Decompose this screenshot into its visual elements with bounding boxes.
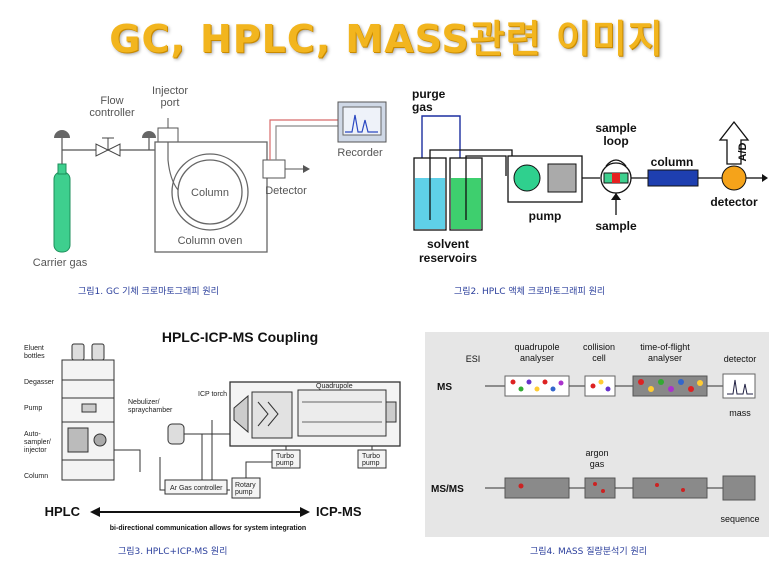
nebulizer-label-1: Nebulizer/ — [128, 399, 160, 406]
msms-detector-display — [722, 475, 756, 501]
msms-ion-dots — [518, 482, 685, 493]
turbo-pump-2-label-1: Turbo — [362, 453, 380, 460]
quadrupole-label: Quadrupole — [316, 383, 353, 390]
column-label: column — [651, 155, 694, 169]
turbo-pump-2-label-2: pump — [362, 460, 380, 467]
sample-loop-label-1: sample — [595, 121, 637, 135]
rotary-pump-label-1: Rotary — [235, 482, 256, 489]
eluent-bottle-1 — [71, 343, 85, 361]
ar-gas-controller — [164, 479, 228, 495]
ms-ion-dots — [510, 379, 703, 392]
sequence-label: sequence — [720, 514, 759, 524]
hplc-diagram: purge gas sample loop column A/D pump de… — [412, 87, 768, 265]
hplc-column — [647, 169, 699, 187]
ms-panel-background — [425, 332, 769, 537]
column-label: Column — [191, 187, 229, 199]
icpms-label: ICP-MS — [316, 504, 362, 519]
detector-box — [262, 159, 286, 179]
turbo-pump-1-label-2: pump — [276, 460, 294, 467]
eluent-bottles-label-1: Eluent — [24, 345, 44, 352]
page-title: GC, HPLC, MASS관련 이미지 — [109, 17, 664, 61]
ms-tof — [632, 375, 708, 397]
collision-cell-label-1: collision — [583, 342, 615, 352]
ms-diagram: ESI quadrupole analyser collision cell t… — [425, 332, 769, 537]
quadrupole-analyser-label-1: quadrupole — [514, 342, 559, 352]
column-label: Column — [24, 473, 48, 480]
column-coil — [171, 153, 249, 231]
valve-icon — [95, 143, 110, 157]
eluent-bottles-label-2: bottles — [24, 353, 45, 360]
ad-arrow-icon — [718, 120, 750, 165]
fig4-caption: 그림4. MASS 질량분석기 원리 — [530, 547, 648, 557]
ad-label: A/D — [737, 142, 749, 161]
ms-quadrupole — [504, 375, 570, 397]
degasser-label: Degasser — [24, 379, 55, 386]
injector-port-label-1: Injector — [152, 85, 188, 97]
msms-collision-cell — [584, 477, 616, 499]
nebulizer — [167, 423, 185, 445]
solvent-reservoirs-label-2: reservoirs — [419, 251, 477, 265]
pump-label: pump — [529, 209, 562, 223]
detector-label: detector — [710, 195, 758, 209]
ms-row-label: MS — [437, 382, 452, 393]
esi-label: ESI — [466, 354, 481, 364]
rotary-pump-label-2: pump — [235, 489, 253, 496]
argon-gas-label-2: gas — [590, 459, 605, 469]
argon-gas-label-1: argon — [585, 448, 608, 458]
hplc-stack — [61, 359, 115, 481]
detector-label: Detector — [265, 185, 307, 197]
quadrupole-analyser-label-2: analyser — [520, 353, 554, 363]
mass-label: mass — [729, 408, 751, 418]
flow-controller-label-1: Flow — [100, 95, 123, 107]
tof-analyser-label-1: time-of-flight — [640, 342, 690, 352]
sample-label: sample — [595, 219, 637, 233]
nebulizer-label-2: spraychamber — [128, 407, 173, 414]
fig3-caption: 그림3. HPLC+ICP-MS 원리 — [118, 547, 228, 557]
eluent-bottle-2 — [91, 343, 105, 361]
purge-gas-label-2: gas — [412, 100, 433, 114]
autosampler-label-2: sampler/ — [24, 439, 51, 446]
detector-label: detector — [724, 354, 757, 364]
msms-tof — [632, 477, 708, 499]
icp-torch-label: ICP torch — [198, 391, 227, 398]
gauge-2-icon — [142, 131, 156, 138]
recorder-label: Recorder — [337, 147, 383, 159]
bidirectional-label: bi-directional communication allows for … — [110, 525, 306, 532]
hplc-label: HPLC — [45, 504, 81, 519]
ar-gas-controller-label: Ar Gas controller — [170, 485, 223, 492]
msms-quadrupole — [504, 477, 570, 499]
pressure-gauge-icon — [54, 130, 70, 138]
column-oven-label: Column oven — [178, 235, 243, 247]
hplc-icpms-diagram: HPLC-ICP-MS Coupling Eluent bottles Dega… — [24, 329, 401, 532]
tof-analyser-label-2: analyser — [648, 353, 682, 363]
gc-diagram: Flow controller Injector port Recorder C… — [33, 85, 387, 269]
fig2-caption: 그림2. HPLC 액체 크로마토그래피 원리 — [454, 287, 606, 297]
msms-row-label: MS/MS — [431, 484, 464, 495]
fig1-caption: 그림1. GC 기체 크로마토그래피 원리 — [78, 287, 219, 297]
autosampler-label-1: Auto- — [24, 431, 41, 438]
purge-gas-label-1: purge — [412, 87, 446, 101]
ms-collision-cell — [584, 375, 616, 397]
detector-sphere — [721, 165, 747, 191]
collision-cell-label-2: cell — [592, 353, 606, 363]
flow-controller-label-2: controller — [89, 107, 135, 119]
turbo-pump-1-label-1: Turbo — [276, 453, 294, 460]
carrier-gas-label: Carrier gas — [33, 257, 88, 269]
carrier-gas-cylinder — [53, 171, 71, 253]
sample-loop-label-2: loop — [603, 134, 628, 148]
solvent-reservoirs-label-1: solvent — [427, 237, 469, 251]
pump-label: Pump — [24, 405, 42, 412]
coupling-title: HPLC-ICP-MS Coupling — [162, 329, 318, 345]
injector-port-label-2: port — [161, 97, 180, 109]
autosampler-label-3: injector — [24, 447, 47, 454]
